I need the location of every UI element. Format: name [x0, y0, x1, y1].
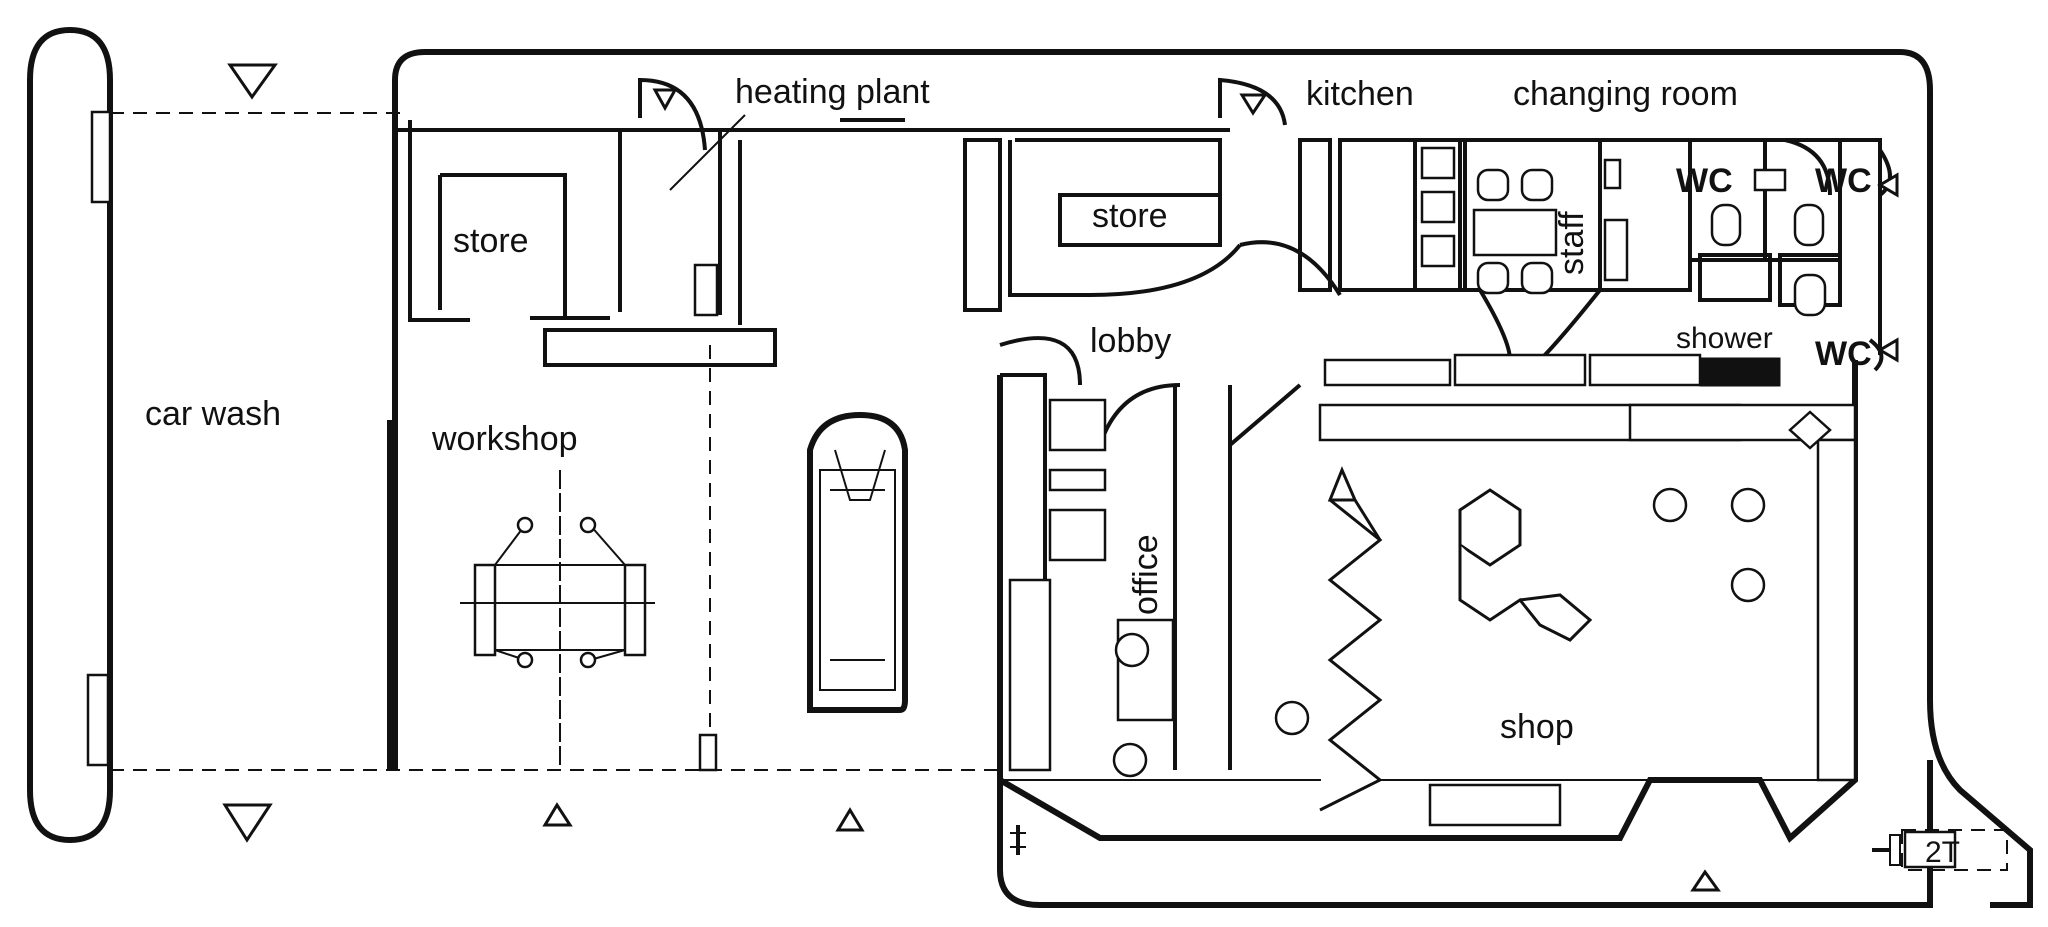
label-wc-1: WC: [1676, 162, 1733, 200]
label-shop: shop: [1500, 708, 1574, 746]
display-shelves: [1112, 410, 1832, 812]
label-wc-2: WC: [1815, 162, 1872, 200]
shop-area: [997, 353, 1957, 869]
center-walls: [963, 77, 1342, 447]
label-staff: staff: [1553, 211, 1591, 275]
left-store-walls: [408, 77, 777, 367]
label-store-right: store: [1092, 197, 1168, 235]
label-wc-3: WC: [1815, 335, 1872, 373]
label-kitchen: kitchen: [1306, 75, 1414, 113]
label-heating-plant: heating plant: [735, 73, 930, 111]
service-block: [1338, 138, 1892, 372]
entrance-markers: [222, 63, 1899, 892]
room-labels: heating plant kitchen changing room stor…: [145, 73, 1960, 869]
label-workshop: workshop: [431, 420, 578, 458]
workshop-equipment: [387, 411, 908, 772]
label-store-left: store: [453, 222, 529, 260]
utility-symbols: [1010, 825, 2008, 871]
label-office: office: [1127, 534, 1165, 615]
label-lobby: lobby: [1090, 322, 1171, 360]
label-car-wash: car wash: [145, 395, 281, 433]
label-tank: 2T: [1925, 836, 1960, 869]
outer-walls: [392, 49, 2033, 908]
car-wash-bay: [27, 26, 113, 844]
label-shower: shower: [1676, 322, 1773, 355]
label-changing-room: changing room: [1513, 75, 1738, 113]
